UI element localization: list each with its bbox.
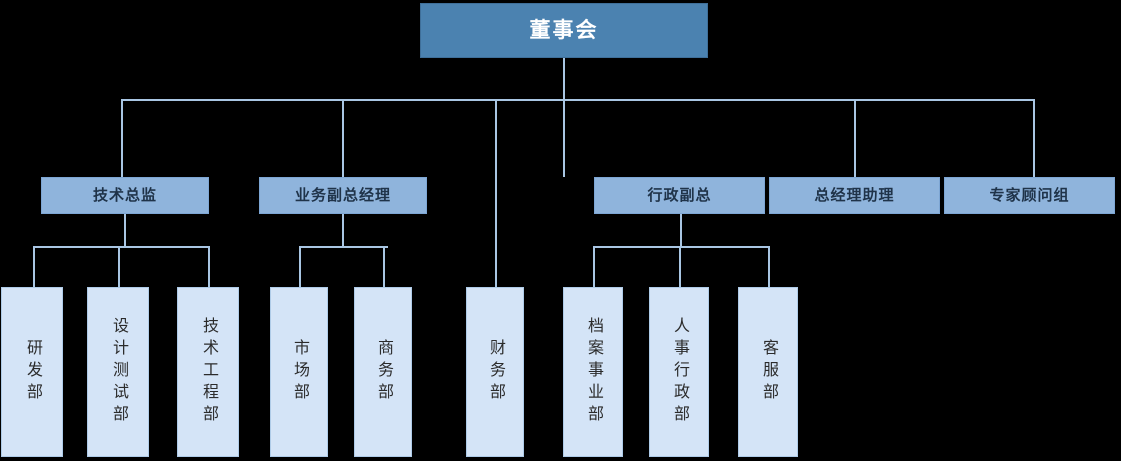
connector-root-stem [563, 58, 565, 99]
org-node-label-support: 客服部 [760, 339, 777, 405]
connector-biz-drop-2 [383, 246, 385, 288]
org-node-label-rnd: 研发部 [24, 339, 41, 405]
connector-biz-bus [299, 246, 388, 248]
org-node-label-archive: 档案事业部 [585, 317, 602, 427]
connector-main-bus [121, 99, 1034, 101]
org-node-cto[interactable]: 技术总监 [41, 177, 209, 214]
connector-admin-drop-1 [593, 246, 595, 288]
org-node-business[interactable]: 商务部 [354, 287, 412, 457]
org-node-label-biz_vp: 业务副总经理 [294, 186, 391, 204]
connector-main-drop-2 [342, 99, 344, 177]
connector-admin-drop-3 [768, 246, 770, 288]
org-node-hr_admin[interactable]: 人事行政部 [649, 287, 709, 457]
org-node-rnd[interactable]: 研发部 [1, 287, 63, 457]
org-node-gm_assist[interactable]: 总经理助理 [769, 177, 940, 214]
org-node-qa[interactable]: 设计测试部 [87, 287, 149, 457]
org-node-label-hr_admin: 人事行政部 [671, 317, 688, 427]
org-node-marketing[interactable]: 市场部 [270, 287, 328, 457]
connector-finance-drop [495, 99, 497, 288]
connector-biz-drop-1 [299, 246, 301, 288]
org-node-admin_vp[interactable]: 行政副总 [594, 177, 765, 214]
connector-admin-stem [680, 214, 682, 247]
connector-cto-drop-3 [208, 246, 210, 288]
org-node-label-advisors: 专家顾问组 [989, 186, 1070, 204]
connector-cto-drop-2 [118, 246, 120, 288]
connector-cto-bus [33, 246, 209, 248]
org-node-finance[interactable]: 财务部 [466, 287, 524, 457]
org-node-support[interactable]: 客服部 [738, 287, 798, 457]
org-node-label-admin_vp: 行政副总 [647, 186, 712, 204]
org-node-tech_eng[interactable]: 技术工程部 [177, 287, 239, 457]
org-node-label-tech_eng: 技术工程部 [200, 317, 217, 427]
connector-cto-stem [124, 214, 126, 247]
org-node-advisors[interactable]: 专家顾问组 [944, 177, 1115, 214]
org-node-label-marketing: 市场部 [291, 339, 308, 405]
org-node-board[interactable]: 董事会 [420, 3, 708, 58]
org-node-label-gm_assist: 总经理助理 [814, 186, 895, 204]
connector-cto-drop-1 [33, 246, 35, 288]
connector-admin-bus [593, 246, 769, 248]
connector-main-drop-1 [121, 99, 123, 177]
org-node-archive[interactable]: 档案事业部 [563, 287, 623, 457]
org-node-label-qa: 设计测试部 [110, 317, 127, 427]
org-node-biz_vp[interactable]: 业务副总经理 [259, 177, 427, 214]
connector-admin-drop-2 [679, 246, 681, 288]
connector-main-drop-5 [1033, 99, 1035, 177]
connector-main-drop-4 [854, 99, 856, 177]
org-node-label-board: 董事会 [529, 18, 599, 42]
connector-biz-stem [342, 214, 344, 247]
connector-main-drop-3 [563, 99, 565, 177]
org-node-label-business: 商务部 [375, 339, 392, 405]
org-node-label-cto: 技术总监 [92, 186, 157, 204]
org-node-label-finance: 财务部 [487, 339, 504, 405]
